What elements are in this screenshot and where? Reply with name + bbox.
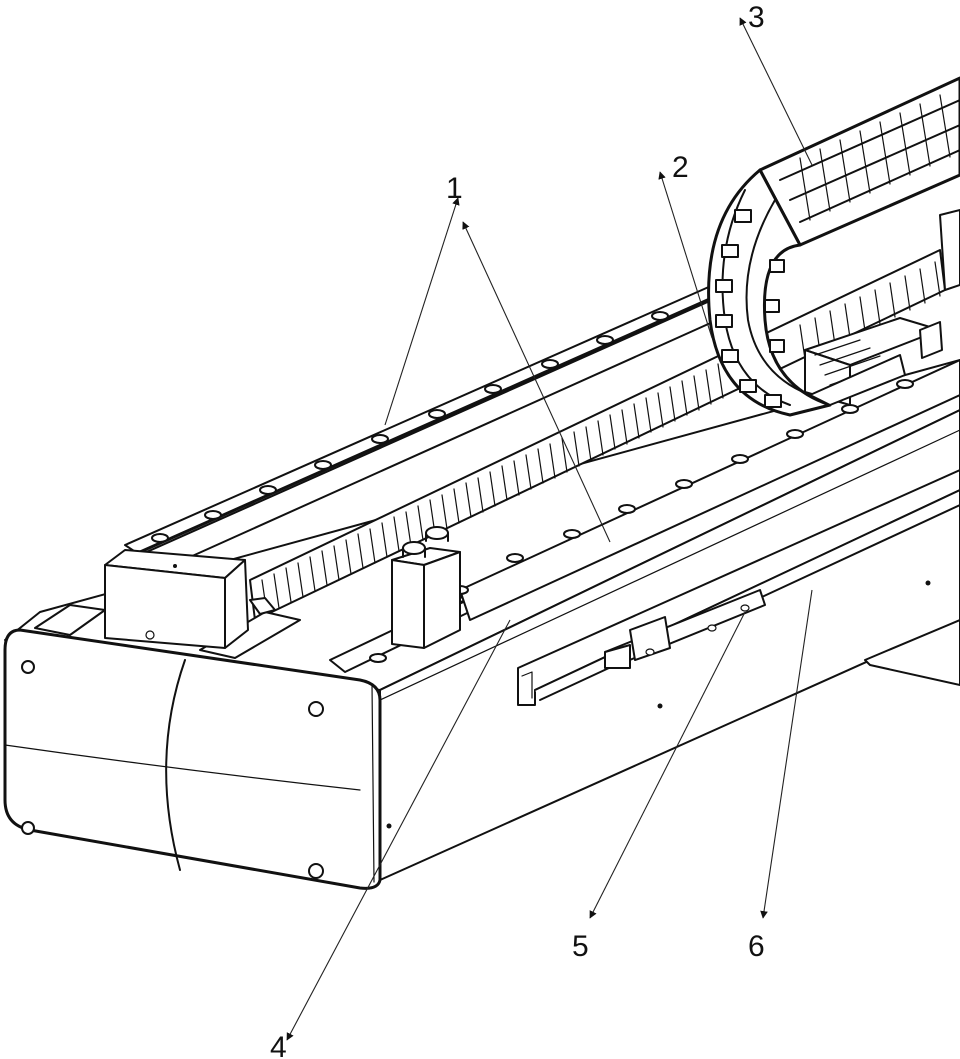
label-4: 4 — [270, 1031, 287, 1059]
leader-5 — [589, 611, 746, 919]
end-stop-block — [34, 549, 301, 659]
leader-1b — [462, 221, 611, 543]
leader-lines — [286, 17, 813, 1041]
leader-4 — [286, 619, 511, 1041]
cable-chain — [707, 76, 960, 417]
chain-link-details — [715, 209, 785, 408]
reference-numerals: 1 2 3 4 5 6 — [270, 1, 765, 1059]
label-6: 6 — [748, 930, 765, 963]
left-rail-mounting-holes — [151, 311, 669, 543]
reading-head — [604, 589, 766, 669]
label-3: 3 — [748, 1, 765, 34]
connector-housing — [391, 526, 461, 649]
label-1: 1 — [446, 172, 463, 205]
label-2: 2 — [672, 151, 689, 184]
right-guide-rail — [329, 359, 960, 673]
leader-3 — [739, 17, 813, 166]
leader-6 — [760, 589, 813, 919]
leader-2 — [658, 171, 713, 339]
label-5: 5 — [572, 930, 589, 963]
leader-1a — [384, 197, 460, 426]
